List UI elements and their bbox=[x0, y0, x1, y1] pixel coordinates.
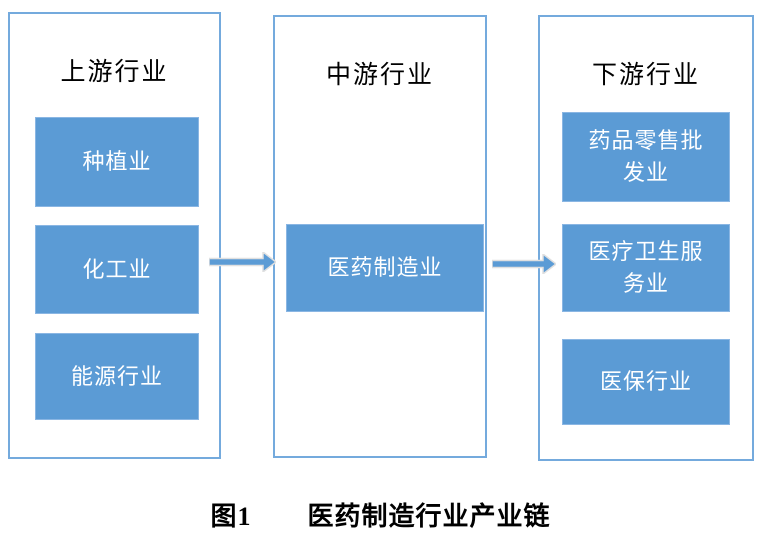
box-label: 医保行业 bbox=[599, 369, 692, 395]
box-label: 医疗卫生服务业 bbox=[588, 239, 704, 296]
box-label: 化工业 bbox=[82, 256, 152, 282]
box-pharma-manufacturing: 医药制造业 bbox=[286, 224, 484, 312]
box-chemical-industry: 化工业 bbox=[35, 225, 199, 314]
column-midstream: 中游行业 医药制造业 bbox=[273, 15, 487, 458]
column-heading-midstream: 中游行业 bbox=[325, 61, 434, 89]
box-label: 医药制造业 bbox=[327, 255, 443, 281]
arrow-midstream-to-downstream-icon bbox=[492, 254, 556, 274]
column-heading-downstream: 下游行业 bbox=[591, 61, 700, 89]
box-label: 药品零售批发业 bbox=[588, 128, 704, 185]
caption-label: 图1 bbox=[210, 502, 252, 531]
box-medical-health-services: 医疗卫生服务业 bbox=[562, 224, 730, 312]
column-upstream: 上游行业 种植业 化工业 能源行业 bbox=[8, 12, 221, 459]
box-label: 种植业 bbox=[82, 149, 152, 175]
arrow-upstream-to-midstream-icon bbox=[209, 252, 276, 272]
box-drug-retail-wholesale: 药品零售批发业 bbox=[562, 112, 730, 202]
caption-title: 医药制造行业产业链 bbox=[307, 502, 551, 531]
figure-caption: 图1 医药制造行业产业链 bbox=[0, 496, 761, 533]
column-downstream: 下游行业 药品零售批发业 医疗卫生服务业 医保行业 bbox=[538, 15, 754, 461]
box-energy-industry: 能源行业 bbox=[35, 333, 199, 420]
box-medical-insurance: 医保行业 bbox=[562, 339, 730, 425]
box-label: 能源行业 bbox=[70, 363, 163, 389]
column-heading-upstream: 上游行业 bbox=[60, 58, 169, 86]
box-planting-industry: 种植业 bbox=[35, 117, 199, 207]
